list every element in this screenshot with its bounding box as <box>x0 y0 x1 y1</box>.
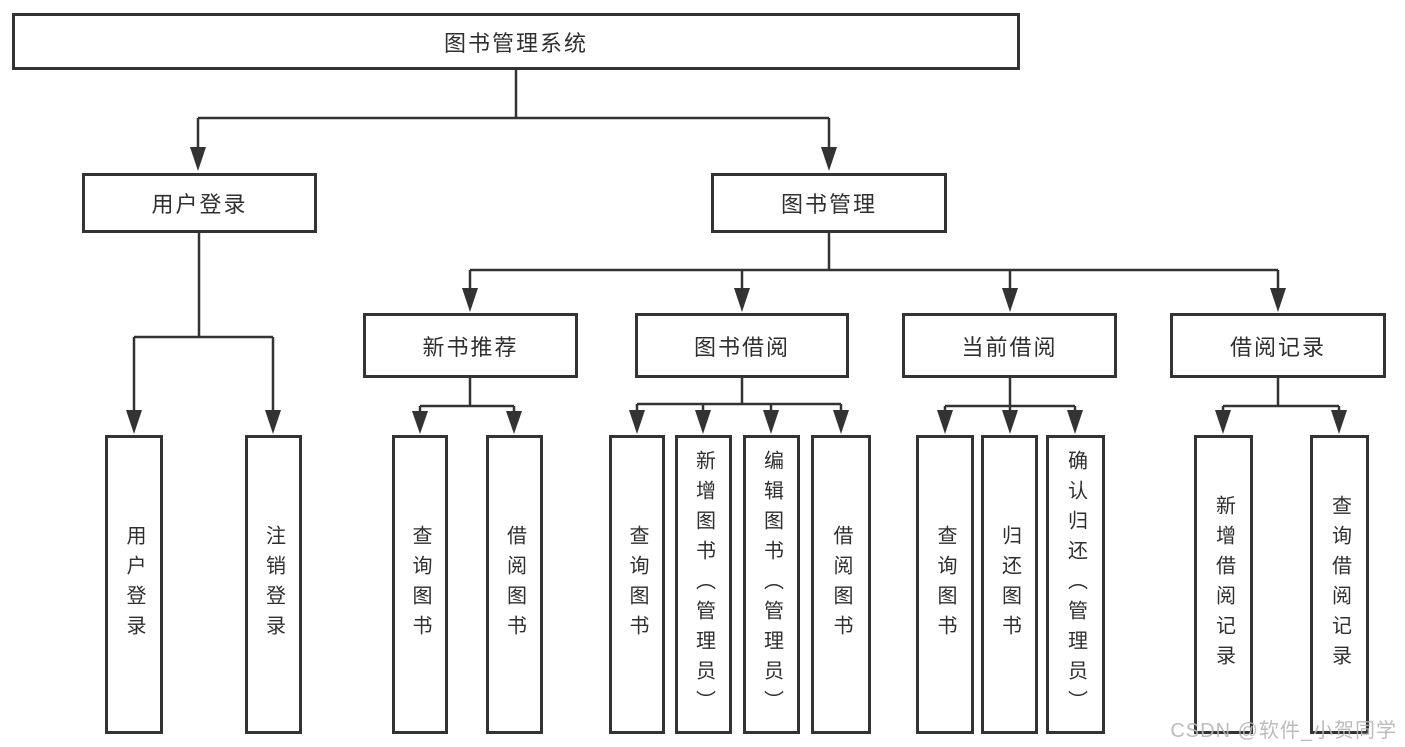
connector-borrowing-records <box>1215 378 1347 434</box>
leaf-query-books-current: 查询图书 <box>916 435 974 734</box>
leaf-confirm-return-admin: 确认归还（管理员） <box>1046 435 1105 734</box>
leaf-borrow-books: 借阅图书 <box>811 435 871 734</box>
node-book-borrowing: 图书借阅 <box>635 313 849 378</box>
node-new-book-recommendation: 新书推荐 <box>363 313 578 378</box>
node-current-borrowing: 当前借阅 <box>902 313 1117 378</box>
node-user-login: 用户登录 <box>82 173 317 233</box>
connector-book-management <box>462 233 1286 312</box>
connector-user-login <box>126 233 281 434</box>
leaf-edit-book-admin: 编辑图书（管理员） <box>743 435 800 734</box>
leaf-query-books-borrowing: 查询图书 <box>609 435 665 734</box>
leaf-user-login: 用户登录 <box>105 435 163 734</box>
connector-new-book-recommendation <box>412 378 522 434</box>
connector-root <box>190 70 837 171</box>
connector-current-borrowing <box>937 378 1083 434</box>
leaf-query-borrow-record: 查询借阅记录 <box>1310 435 1369 734</box>
connector-book-borrowing <box>629 378 849 434</box>
node-borrowing-records: 借阅记录 <box>1170 313 1386 378</box>
leaf-return-books: 归还图书 <box>981 435 1038 734</box>
node-book-management: 图书管理 <box>711 173 947 233</box>
leaf-add-book-admin: 新增图书（管理员） <box>675 435 732 734</box>
leaf-borrow-books-recommend: 借阅图书 <box>486 435 543 734</box>
watermark: CSDN @软件_小贺同学 <box>1170 720 1397 742</box>
leaf-logout: 注销登录 <box>245 435 302 734</box>
leaf-add-borrow-record: 新增借阅记录 <box>1194 435 1253 734</box>
leaf-query-books-recommend: 查询图书 <box>392 435 448 734</box>
node-library-system: 图书管理系统 <box>12 13 1020 70</box>
